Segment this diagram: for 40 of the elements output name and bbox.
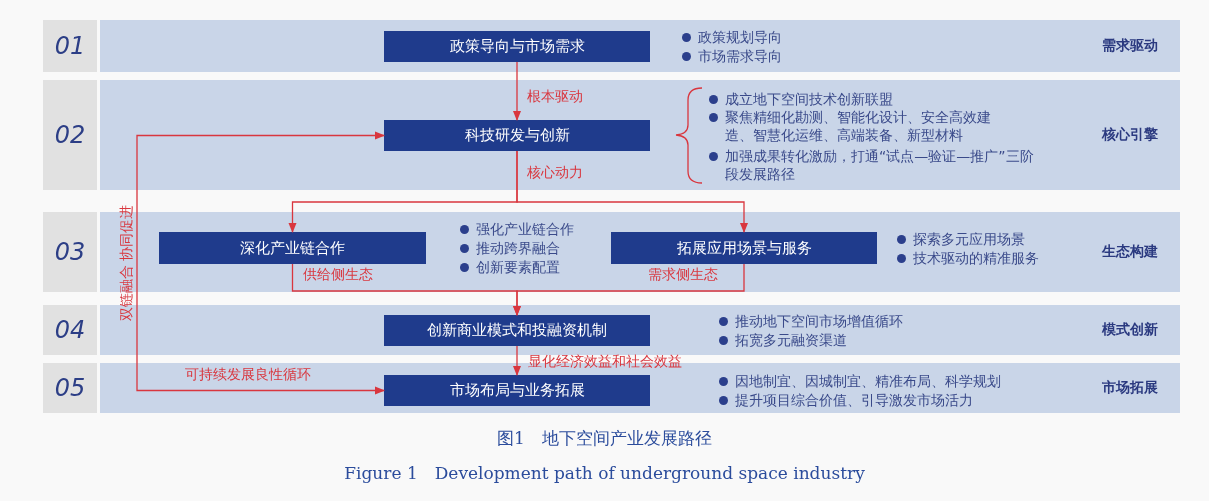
arrow (516, 150, 748, 233)
arrow (513, 61, 521, 121)
stage-title: 模式创新 (1102, 321, 1158, 339)
caption: 图1 地下空间产业发展路径 (496, 427, 713, 450)
stage-band (100, 80, 1180, 190)
step-number-box: 02 (43, 80, 97, 190)
bullet-item: 推动地下空间市场增值循环 (717, 312, 1035, 330)
process-box: 深化产业链合作 (159, 232, 426, 264)
step-number-box: 05 (43, 363, 97, 413)
process-box: 科技研发与创新 (384, 120, 650, 151)
bullet-item: 政策规划导向 (680, 28, 898, 46)
edge-label: 供给侧生态 (303, 266, 373, 284)
edge-label: 显化经济效益和社会效益 (528, 353, 682, 371)
arrow (136, 131, 385, 395)
bullet-item: 提升项目综合价值、引导激发市场活力 (717, 391, 1075, 409)
stage-title: 需求驱动 (1102, 37, 1158, 55)
bullet-item: 聚焦精细化勘测、智能化设计、安全高效建造、智慧化运维、高端装备、新型材料 (707, 108, 1005, 144)
bullet-item: 市场需求导向 (680, 47, 898, 65)
process-box: 拓展应用场景与服务 (611, 232, 877, 264)
stage-title: 核心引擎 (1102, 126, 1158, 144)
process-box: 市场布局与业务拓展 (384, 375, 650, 406)
bullet-item: 成立地下空间技术创新联盟 (707, 90, 1025, 108)
bullet-item: 拓宽多元融资渠道 (717, 331, 1035, 349)
step-number-box: 01 (43, 20, 97, 72)
edge-label: 核心动力 (527, 164, 583, 182)
edge-label: 根本驱动 (527, 88, 583, 106)
edge-label: 可持续发展良性循环 (185, 366, 311, 384)
edge-label: 需求侧生态 (648, 266, 718, 284)
arrow (513, 345, 521, 376)
stage-title: 市场拓展 (1102, 379, 1158, 397)
stage-band (100, 20, 1180, 72)
caption-english: Figure 1 Development path of underground space industry (343, 462, 866, 485)
process-box: 政策导向与市场需求 (384, 31, 650, 62)
step-number-box: 03 (43, 212, 97, 292)
process-box: 创新商业模式和投融资机制 (384, 315, 650, 346)
loop-label: 双链融合 协同促进 (118, 203, 135, 324)
step-number-box: 04 (43, 305, 97, 355)
arrow (513, 263, 745, 316)
bullet-item: 因地制宜、因城制宜、精准布局、科学规划 (717, 372, 1075, 390)
bullet-item: 加强成果转化激励，打通“试点—验证—推广”三阶段发展路径 (707, 147, 1045, 183)
